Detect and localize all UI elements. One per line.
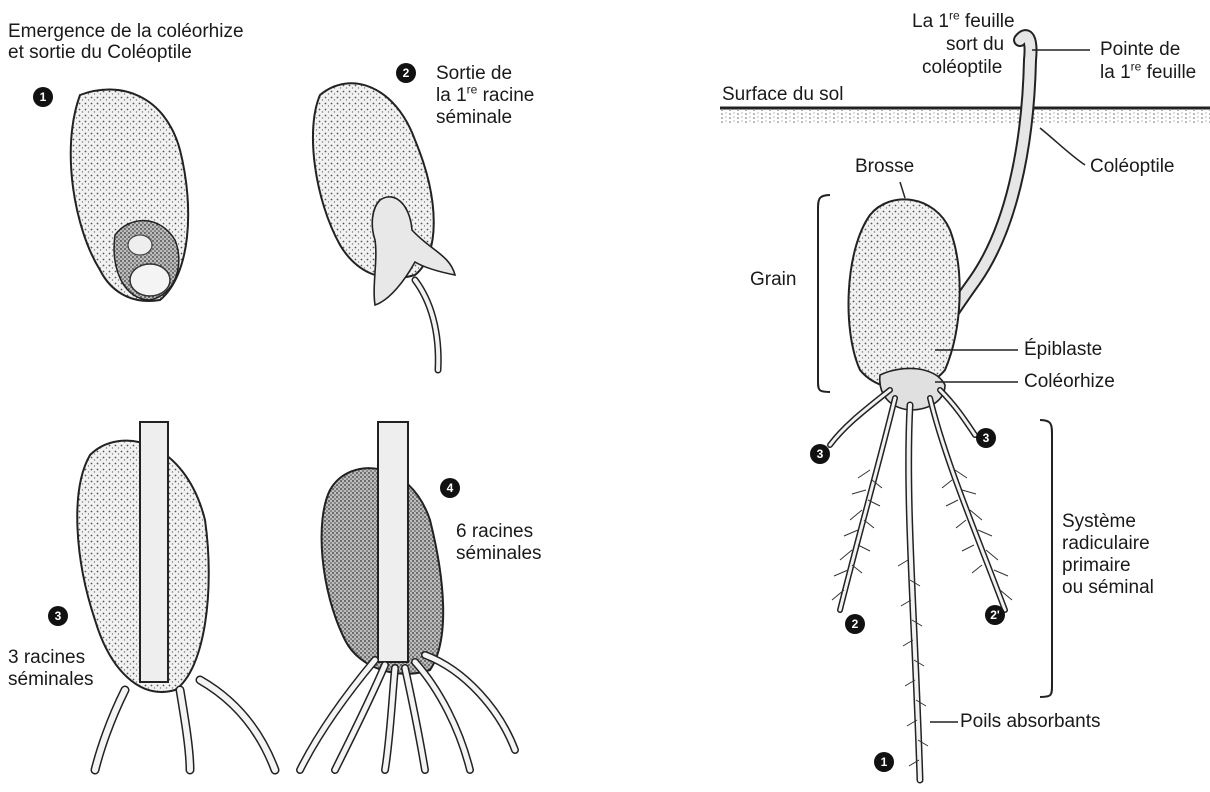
- step2-label-line3: séminale: [436, 108, 512, 128]
- coleoptile-label: Coléoptile: [1090, 157, 1175, 177]
- step3-label-line1: 3 racines: [8, 648, 85, 668]
- step3-label-line2: séminales: [8, 670, 94, 690]
- seed-step4: [300, 422, 515, 770]
- root-3-left-marker: 3: [810, 444, 830, 464]
- seed-step3: [77, 422, 275, 770]
- brosse-label: Brosse: [855, 157, 914, 177]
- seed-step1: [71, 90, 188, 301]
- first-leaf-line3: coléoptile: [922, 58, 1002, 78]
- leaf-tip-line2: la 1re feuille: [1100, 63, 1196, 83]
- root-system-line3: primaire: [1062, 556, 1131, 576]
- coleorhize-label: Coléorhize: [1024, 372, 1115, 392]
- step2-label-line1: Sortie de: [436, 64, 512, 84]
- root-1-marker: 1: [874, 752, 894, 772]
- root-system-line1: Système: [1062, 512, 1136, 532]
- leaf-tip-line1: Pointe de: [1100, 40, 1180, 60]
- first-leaf-line1: La 1re feuille: [912, 12, 1015, 32]
- step4-label-line2: séminales: [456, 544, 542, 564]
- step4-label-line1: 6 racines: [456, 522, 533, 542]
- step2-label-line2: la 1re racine: [436, 86, 534, 106]
- seedling-diagram: [720, 36, 1210, 780]
- epiblaste-label: Épiblaste: [1024, 340, 1102, 360]
- left-title-line2: et sortie du Coléoptile: [8, 43, 192, 63]
- step-4-marker: 4: [440, 478, 460, 498]
- step-2-marker: 2: [396, 63, 416, 83]
- first-leaf-line2: sort du: [946, 35, 1004, 55]
- root-system-line2: radiculaire: [1062, 534, 1150, 554]
- seed-step2: [313, 83, 455, 370]
- grain-label: Grain: [750, 270, 796, 290]
- root-3-right-marker: 3: [976, 428, 996, 448]
- step-3-marker: 3: [48, 606, 68, 626]
- soil-surface-label: Surface du sol: [722, 85, 843, 105]
- step-1-marker: 1: [33, 87, 53, 107]
- root-hairs-label: Poils absorbants: [960, 712, 1100, 732]
- root-system-line4: ou séminal: [1062, 578, 1154, 598]
- root-2-marker: 2: [845, 614, 865, 634]
- root-2-prime-marker: 2': [985, 605, 1005, 625]
- left-title-line1: Emergence de la coléorhize: [8, 22, 244, 42]
